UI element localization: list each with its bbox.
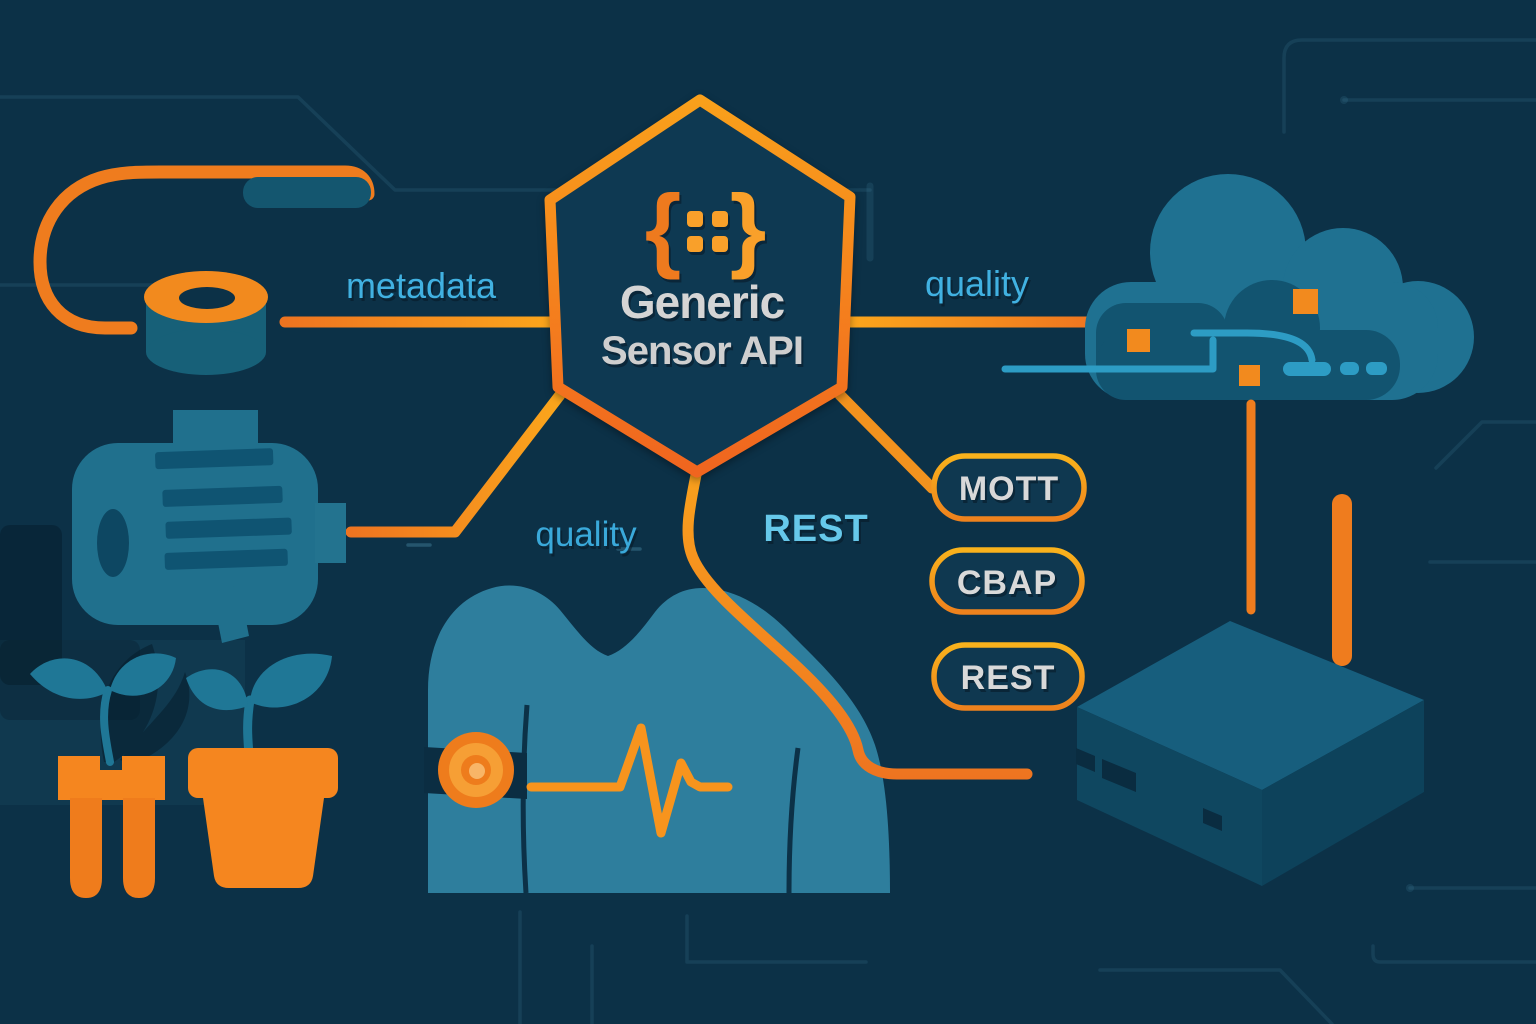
cloud (1001, 174, 1474, 400)
svg-text:REST: REST (961, 659, 1056, 697)
router-side (1262, 700, 1424, 886)
label-metadata: metadata (346, 265, 497, 306)
gateway-antenna (1332, 494, 1352, 666)
seedling-left (30, 653, 176, 898)
probe-body (243, 177, 371, 208)
heartbeat-line (526, 723, 733, 838)
badge-rest: REST (931, 642, 1085, 711)
protocol-badges: MOTT CBAP REST (929, 453, 1087, 711)
pot-body (203, 798, 324, 888)
svg-text:{: { (645, 175, 682, 280)
edge-rest-line (682, 464, 1033, 780)
motor-shaft (315, 503, 346, 563)
coil-sensor (144, 271, 268, 375)
seedling-right (186, 653, 338, 888)
motor-fins (155, 448, 292, 570)
connector-lines (279, 316, 1106, 538)
cloud-circuit-dashes (1283, 362, 1387, 376)
code-braces-icon: { } (645, 175, 767, 280)
svg-text:CBAP: CBAP (957, 564, 1057, 602)
hexagon-title-line1: Generic (620, 276, 785, 328)
badge-mott: MOTT (931, 453, 1087, 522)
test-tube (70, 798, 102, 898)
router-ports (1076, 748, 1222, 831)
hexagon (544, 94, 856, 478)
hexagon-title-line2: Sensor API (601, 329, 803, 373)
motor (72, 410, 346, 643)
router-top (1077, 621, 1424, 790)
svg-text:MOTT: MOTT (959, 470, 1059, 508)
motor-lever (212, 585, 249, 643)
router-front (1077, 707, 1262, 886)
cloud-data-squares (1127, 289, 1318, 386)
cable-sensor (33, 165, 375, 375)
edge-mott-line (834, 389, 938, 494)
test-tube (123, 798, 155, 898)
edge-labels: metadata quality quality REST (346, 263, 1029, 554)
tube-rack (58, 756, 165, 800)
cloud-circuit-traces (1001, 329, 1316, 373)
cable (33, 165, 375, 335)
motor-shaft-end (97, 509, 129, 577)
person-wearable (424, 585, 890, 894)
svg-text:}: } (730, 175, 767, 280)
arm-sensor (438, 732, 514, 808)
plants (30, 653, 338, 898)
label-quality-cloud: quality (925, 263, 1029, 304)
label-quality-motor: quality (535, 515, 637, 554)
badge-cbap: CBAP (929, 547, 1085, 615)
edge-quality-motor-line (345, 389, 566, 538)
pot-rim (188, 748, 338, 798)
generic-sensor-api-node: { } Generic Sensor API (544, 94, 856, 478)
label-rest: REST (763, 508, 868, 550)
gateway-router (1076, 621, 1424, 886)
torso (428, 585, 890, 893)
